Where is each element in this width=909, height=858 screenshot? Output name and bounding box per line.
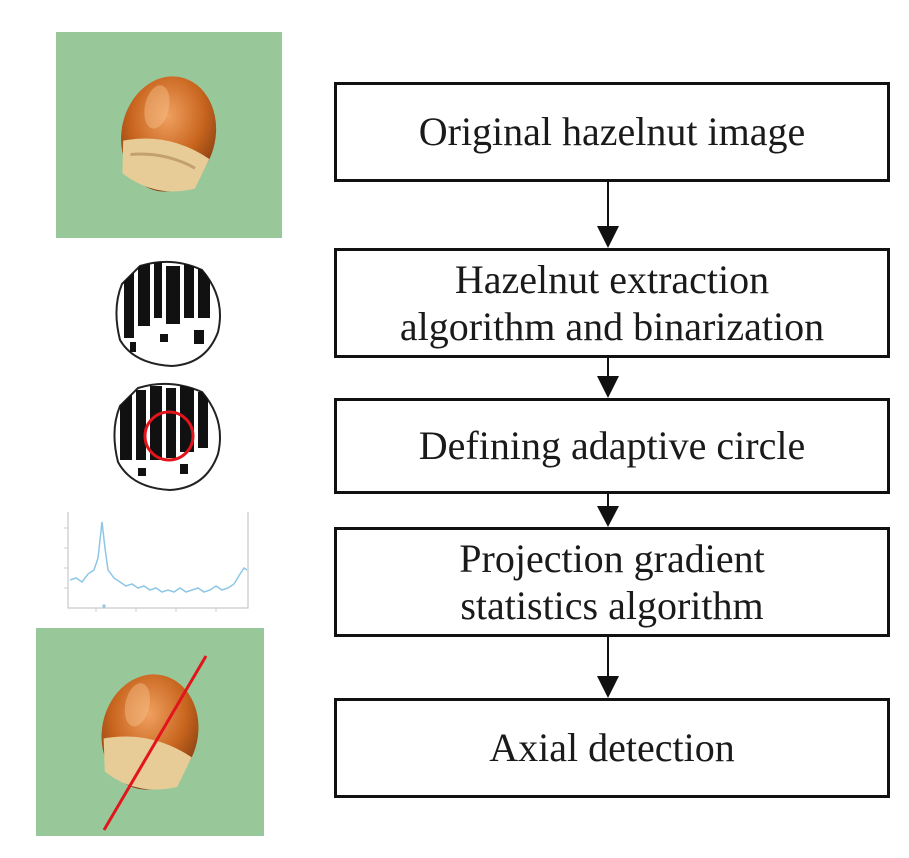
- arrow-3-head: [597, 506, 619, 527]
- binarized-hazelnut: [115, 260, 221, 368]
- flow-step-label: Defining adaptive circle: [418, 423, 806, 469]
- projection-plot: [56, 508, 252, 620]
- arrow-4-head: [597, 676, 619, 698]
- arrow-2-head: [597, 376, 619, 398]
- flow-step-axial-detection: Axial detection: [334, 698, 890, 798]
- flow-step-label: Projection gradient statistics algorithm: [459, 535, 765, 628]
- axis-detected-hazelnut: [36, 628, 264, 836]
- flow-step-projection: Projection gradient statistics algorithm: [334, 527, 890, 637]
- hazelnut-photo: [56, 32, 282, 238]
- flow-step-label: Hazelnut extraction algorithm and binari…: [399, 256, 825, 349]
- adaptive-circle-hazelnut: [113, 382, 221, 492]
- flow-step-extraction: Hazelnut extraction algorithm and binari…: [334, 248, 890, 358]
- flow-step-label: Original hazelnut image: [418, 109, 806, 155]
- flow-step-label: Axial detection: [489, 725, 735, 771]
- flow-step-adaptive-circle: Defining adaptive circle: [334, 398, 890, 494]
- flow-step-original: Original hazelnut image: [334, 82, 890, 182]
- arrow-1-head: [597, 226, 619, 248]
